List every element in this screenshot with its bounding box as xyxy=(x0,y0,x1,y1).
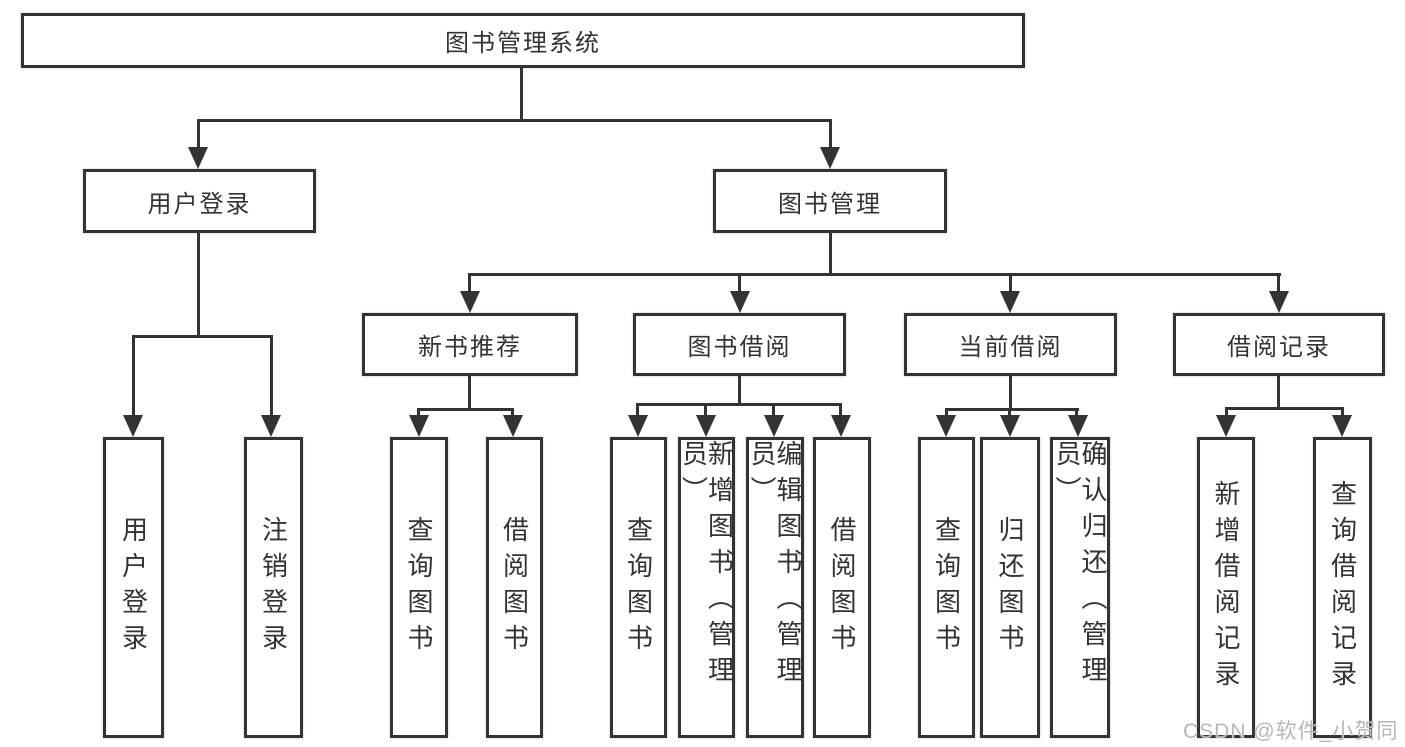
node-label: 图书管理系统 xyxy=(445,30,601,57)
connector xyxy=(829,233,832,273)
node-label: 图书管理 xyxy=(778,190,882,218)
connector xyxy=(738,273,741,294)
node-current-borrow: 当前借阅 xyxy=(904,313,1117,376)
arrow-down-icon xyxy=(409,415,429,437)
connector xyxy=(1009,273,1012,294)
connector xyxy=(636,403,842,406)
arrow-down-icon xyxy=(1000,291,1020,313)
connector xyxy=(468,273,471,294)
connector xyxy=(468,273,1281,276)
node-book-management: 图书管理 xyxy=(713,169,947,233)
arrow-down-icon xyxy=(1216,415,1236,437)
connector xyxy=(468,376,471,408)
node-label: 当前借阅 xyxy=(958,334,1063,361)
connector xyxy=(945,408,1079,411)
arrow-down-icon xyxy=(936,415,956,437)
node-label: 借阅记录 xyxy=(1227,334,1331,361)
arrow-down-icon xyxy=(1269,291,1289,313)
node-label: 借阅图书 xyxy=(827,515,857,660)
connector xyxy=(1277,273,1280,294)
node-borrow-records: 借阅记录 xyxy=(1173,313,1385,376)
node-library-system-root: 图书管理系统 xyxy=(21,13,1025,68)
leaf-query-borrow-record: 查询借阅记录 xyxy=(1313,437,1372,738)
leaf-user-login: 用户登录 xyxy=(103,437,164,738)
connector xyxy=(197,119,832,122)
connector xyxy=(839,403,842,418)
arrow-down-icon xyxy=(1068,415,1088,437)
arrow-down-icon xyxy=(460,291,480,313)
connector xyxy=(1341,407,1344,418)
arrow-down-icon xyxy=(628,415,648,437)
connector xyxy=(1009,376,1012,408)
connector xyxy=(520,68,523,119)
node-label: 查询借阅记录 xyxy=(1327,479,1358,696)
leaf-query-books-recommend: 查询图书 xyxy=(390,437,448,738)
leaf-query-books-current: 查询图书 xyxy=(918,437,975,738)
node-label: 新增借阅记录 xyxy=(1211,479,1241,696)
connector xyxy=(197,233,200,335)
connector xyxy=(1075,408,1078,418)
leaf-borrow-books-recommend: 借阅图书 xyxy=(486,437,543,738)
node-label: 编辑图书（管理员） xyxy=(747,440,803,692)
node-user-login: 用户登录 xyxy=(83,169,316,233)
arrow-down-icon xyxy=(730,291,750,313)
leaf-edit-books-admin: 编辑图书（管理员） xyxy=(746,437,804,738)
connector xyxy=(417,408,420,418)
connector xyxy=(511,408,514,418)
node-label: 归还图书 xyxy=(995,515,1025,660)
watermark: CSDN @软件_小贺同学 xyxy=(1183,720,1399,743)
node-label: 注销登录 xyxy=(258,515,289,660)
node-label: 图书借阅 xyxy=(687,334,792,361)
leaf-add-books-admin: 新增图书（管理员） xyxy=(678,437,735,738)
connector xyxy=(829,119,832,150)
arrow-down-icon xyxy=(503,415,523,437)
connector xyxy=(197,119,200,150)
node-label: 查询图书 xyxy=(623,515,654,660)
node-label: 借阅图书 xyxy=(499,515,530,660)
arrow-down-icon xyxy=(188,147,208,169)
arrow-down-icon xyxy=(831,415,851,437)
connector xyxy=(132,335,135,418)
arrow-down-icon xyxy=(123,415,143,437)
arrow-down-icon xyxy=(261,415,281,437)
arrow-down-icon xyxy=(820,147,840,169)
node-book-borrow: 图书借阅 xyxy=(633,313,846,376)
leaf-return-books: 归还图书 xyxy=(980,437,1040,738)
arrow-down-icon xyxy=(1000,415,1020,437)
arrow-down-icon xyxy=(764,415,784,437)
connector xyxy=(772,403,775,418)
leaf-add-borrow-record: 新增借阅记录 xyxy=(1197,437,1255,738)
connector xyxy=(1225,407,1228,418)
connector xyxy=(738,376,741,403)
node-label: 新增图书（管理员） xyxy=(678,440,735,692)
connector xyxy=(1277,376,1280,407)
leaf-query-books-borrow: 查询图书 xyxy=(610,437,667,738)
arrow-down-icon xyxy=(696,415,716,437)
connector xyxy=(945,408,948,418)
leaf-logout: 注销登录 xyxy=(244,437,303,738)
node-label: 确认归还（管理员） xyxy=(1052,440,1108,692)
node-label: 新书推荐 xyxy=(418,334,522,361)
connector xyxy=(1008,408,1011,418)
node-label: 用户登录 xyxy=(147,190,252,218)
node-label: 查询图书 xyxy=(404,515,434,660)
leaf-borrow-books: 借阅图书 xyxy=(813,437,871,738)
leaf-confirm-return-admin: 确认归还（管理员） xyxy=(1050,437,1110,738)
node-label: 查询图书 xyxy=(931,515,962,660)
arrow-down-icon xyxy=(1332,415,1352,437)
node-label: 用户登录 xyxy=(118,515,149,660)
connector xyxy=(417,408,514,411)
node-new-book-recommend: 新书推荐 xyxy=(362,313,578,376)
connector xyxy=(704,403,707,418)
connector xyxy=(636,403,639,418)
connector xyxy=(270,335,273,418)
connector xyxy=(132,335,273,338)
connector xyxy=(1225,407,1344,410)
